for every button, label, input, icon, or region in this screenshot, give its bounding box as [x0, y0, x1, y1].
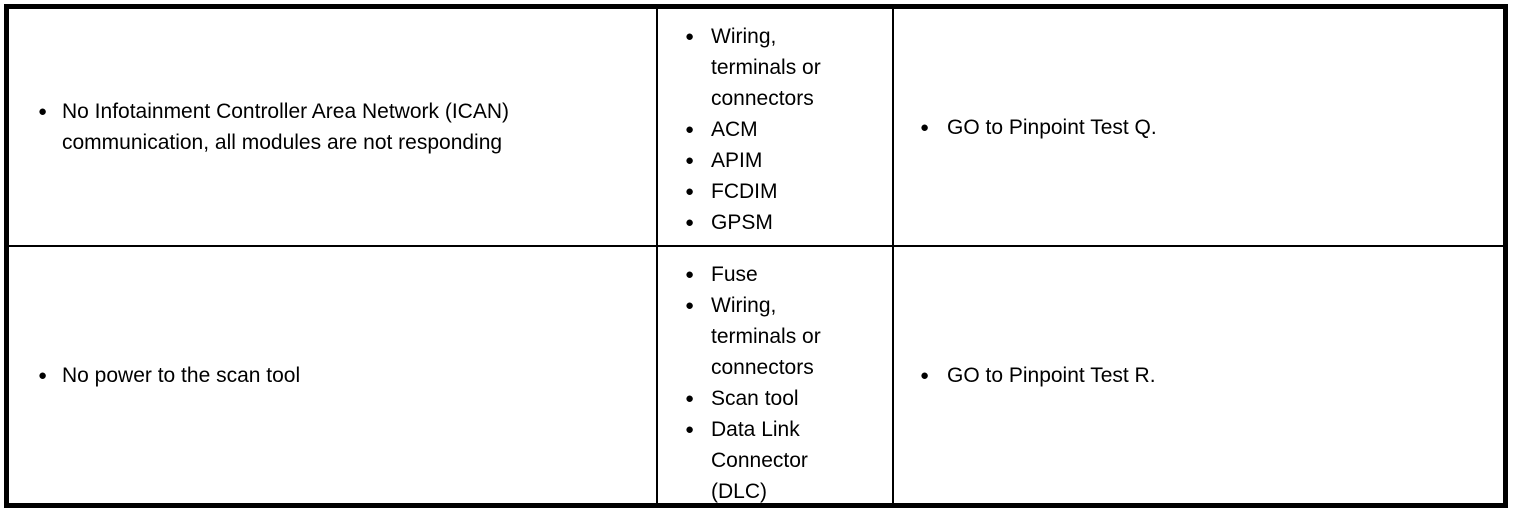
- source-text: Fuse: [711, 263, 758, 286]
- action-text: GO to Pinpoint Test Q.: [947, 115, 1157, 139]
- diagnostic-table: ● No Infotainment Controller Area Networ…: [4, 4, 1508, 508]
- symptom-list: ● No Infotainment Controller Area Networ…: [38, 96, 537, 158]
- list-item: ● ACM: [685, 114, 884, 145]
- bullet-icon: ●: [685, 297, 695, 314]
- sources-cell-row2: ● Fuse ● Wiring, terminals or connectors…: [658, 247, 894, 503]
- symptom-text: No Infotainment Controller Area Network …: [62, 100, 509, 154]
- list-item: ● Wiring, terminals or connectors: [685, 290, 884, 383]
- bullet-icon: ●: [685, 214, 695, 231]
- bullet-icon: ●: [685, 183, 695, 200]
- source-text: Data Link Connector (DLC): [711, 418, 808, 503]
- source-text: Wiring, terminals or connectors: [711, 294, 821, 379]
- list-item: ● GO to Pinpoint Test R.: [920, 360, 1156, 391]
- bullet-icon: ●: [685, 421, 695, 438]
- list-item: ● Fuse: [685, 259, 884, 290]
- bullet-icon: ●: [920, 366, 930, 384]
- list-item: ● No Infotainment Controller Area Networ…: [38, 96, 537, 158]
- sources-list: ● Fuse ● Wiring, terminals or connectors…: [685, 259, 884, 503]
- bullet-icon: ●: [685, 266, 695, 283]
- bullet-icon: ●: [685, 390, 695, 407]
- source-text: FCDIM: [711, 180, 778, 203]
- action-text: GO to Pinpoint Test R.: [947, 363, 1156, 387]
- bullet-icon: ●: [920, 118, 930, 136]
- action-list: ● GO to Pinpoint Test Q.: [920, 112, 1157, 143]
- list-item: ● APIM: [685, 145, 884, 176]
- list-item: ● No power to the scan tool: [38, 360, 300, 391]
- source-text: APIM: [711, 149, 763, 172]
- bullet-icon: ●: [685, 121, 695, 138]
- symptom-cell-row2: ● No power to the scan tool: [9, 247, 658, 503]
- bullet-icon: ●: [38, 103, 48, 120]
- list-item: ● GPSM: [685, 207, 884, 238]
- list-item: ● GO to Pinpoint Test Q.: [920, 112, 1157, 143]
- sources-cell-row1: ● Wiring, terminals or connectors ● ACM …: [658, 9, 894, 247]
- action-cell-row2: ● GO to Pinpoint Test R.: [894, 247, 1503, 503]
- symptom-cell-row1: ● No Infotainment Controller Area Networ…: [9, 9, 658, 247]
- list-item: ● Scan tool: [685, 383, 884, 414]
- sources-list: ● Wiring, terminals or connectors ● ACM …: [685, 21, 884, 238]
- source-text: GPSM: [711, 211, 773, 234]
- list-item: ● Wiring, terminals or connectors: [685, 21, 884, 114]
- bullet-icon: ●: [38, 366, 48, 384]
- list-item: ● FCDIM: [685, 176, 884, 207]
- bullet-icon: ●: [685, 152, 695, 169]
- source-text: ACM: [711, 118, 758, 141]
- list-item: ● Data Link Connector (DLC): [685, 414, 884, 503]
- bullet-icon: ●: [685, 28, 695, 45]
- source-text: Scan tool: [711, 387, 799, 410]
- symptom-text: No power to the scan tool: [62, 363, 301, 387]
- action-cell-row1: ● GO to Pinpoint Test Q.: [894, 9, 1503, 247]
- action-list: ● GO to Pinpoint Test R.: [920, 360, 1156, 391]
- source-text: Wiring, terminals or connectors: [711, 25, 821, 110]
- symptom-list: ● No power to the scan tool: [38, 360, 300, 391]
